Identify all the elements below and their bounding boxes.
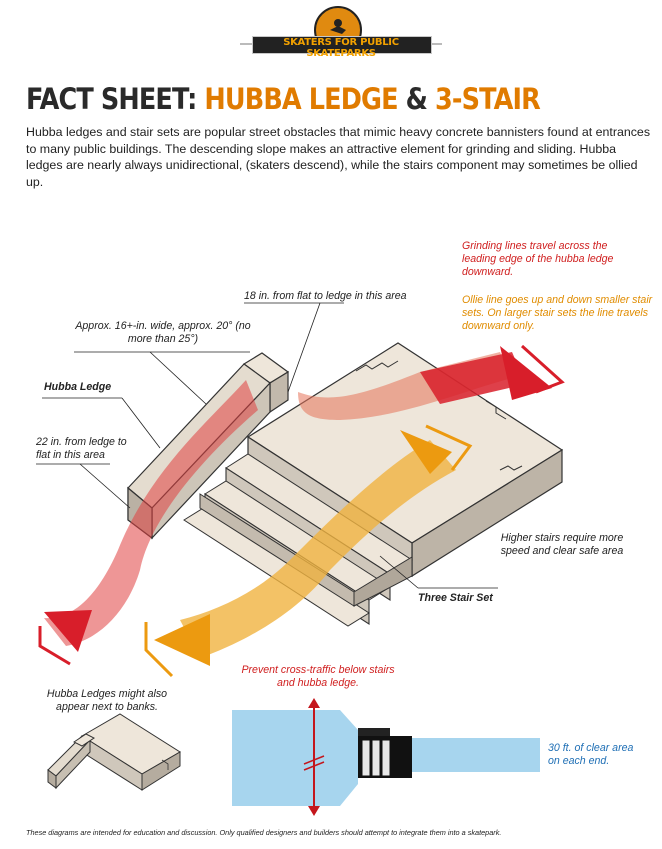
logo-banner xyxy=(252,36,432,54)
logo-text: SKATERS FOR PUBLIC SKATEPARKS xyxy=(283,37,399,59)
banks-note: Hubba Ledges might also appear next to b… xyxy=(46,688,168,713)
hubba-ledge-label: Hubba Ledge xyxy=(44,381,112,393)
title-part2: 3-STAIR xyxy=(435,82,541,116)
grinding-note: Grinding lines travel across the leading… xyxy=(462,240,614,278)
cross-traffic-note: Prevent cross-traffic below stairs and h… xyxy=(241,664,395,689)
footer-disclaimer: These diagrams are intended for educatio… xyxy=(26,828,502,837)
higher-stairs-note: Higher stairs require more speed and cle… xyxy=(500,532,624,557)
ledge-width-note: Approx. 16+-in. wide, approx. 20° (no mo… xyxy=(75,320,251,345)
grinding-line-arrow xyxy=(38,344,565,666)
logo-left-dash xyxy=(240,43,252,45)
intro-paragraph: Hubba ledges and stair sets are popular … xyxy=(26,125,651,189)
logo: SKATERS FOR PUBLIC SKATEPARKS xyxy=(0,6,662,64)
three-stair-label: Three Stair Set xyxy=(418,592,493,604)
clear-area-note: 30 ft. of clear area on each end. xyxy=(548,742,634,767)
logo-right-dash xyxy=(430,43,442,45)
title-part1: HUBBA LEDGE xyxy=(204,82,398,116)
ollie-line-arrow xyxy=(144,424,473,678)
page-title: FACT SHEET: HUBBA LEDGE & 3-STAIR xyxy=(26,82,572,116)
ollie-note: Ollie line goes up and down smaller stai… xyxy=(462,294,653,332)
title-amp: & xyxy=(397,82,436,116)
leader-lines xyxy=(36,302,498,589)
title-prefix: FACT SHEET: xyxy=(26,82,205,116)
clear-area-plan xyxy=(232,698,540,816)
bottom-height-note: 22 in. from ledge to flat in this area xyxy=(36,436,127,461)
bank-ledge-illustration xyxy=(47,713,181,791)
ledge-height-note: 18 in. from flat to ledge in this area xyxy=(244,290,407,302)
